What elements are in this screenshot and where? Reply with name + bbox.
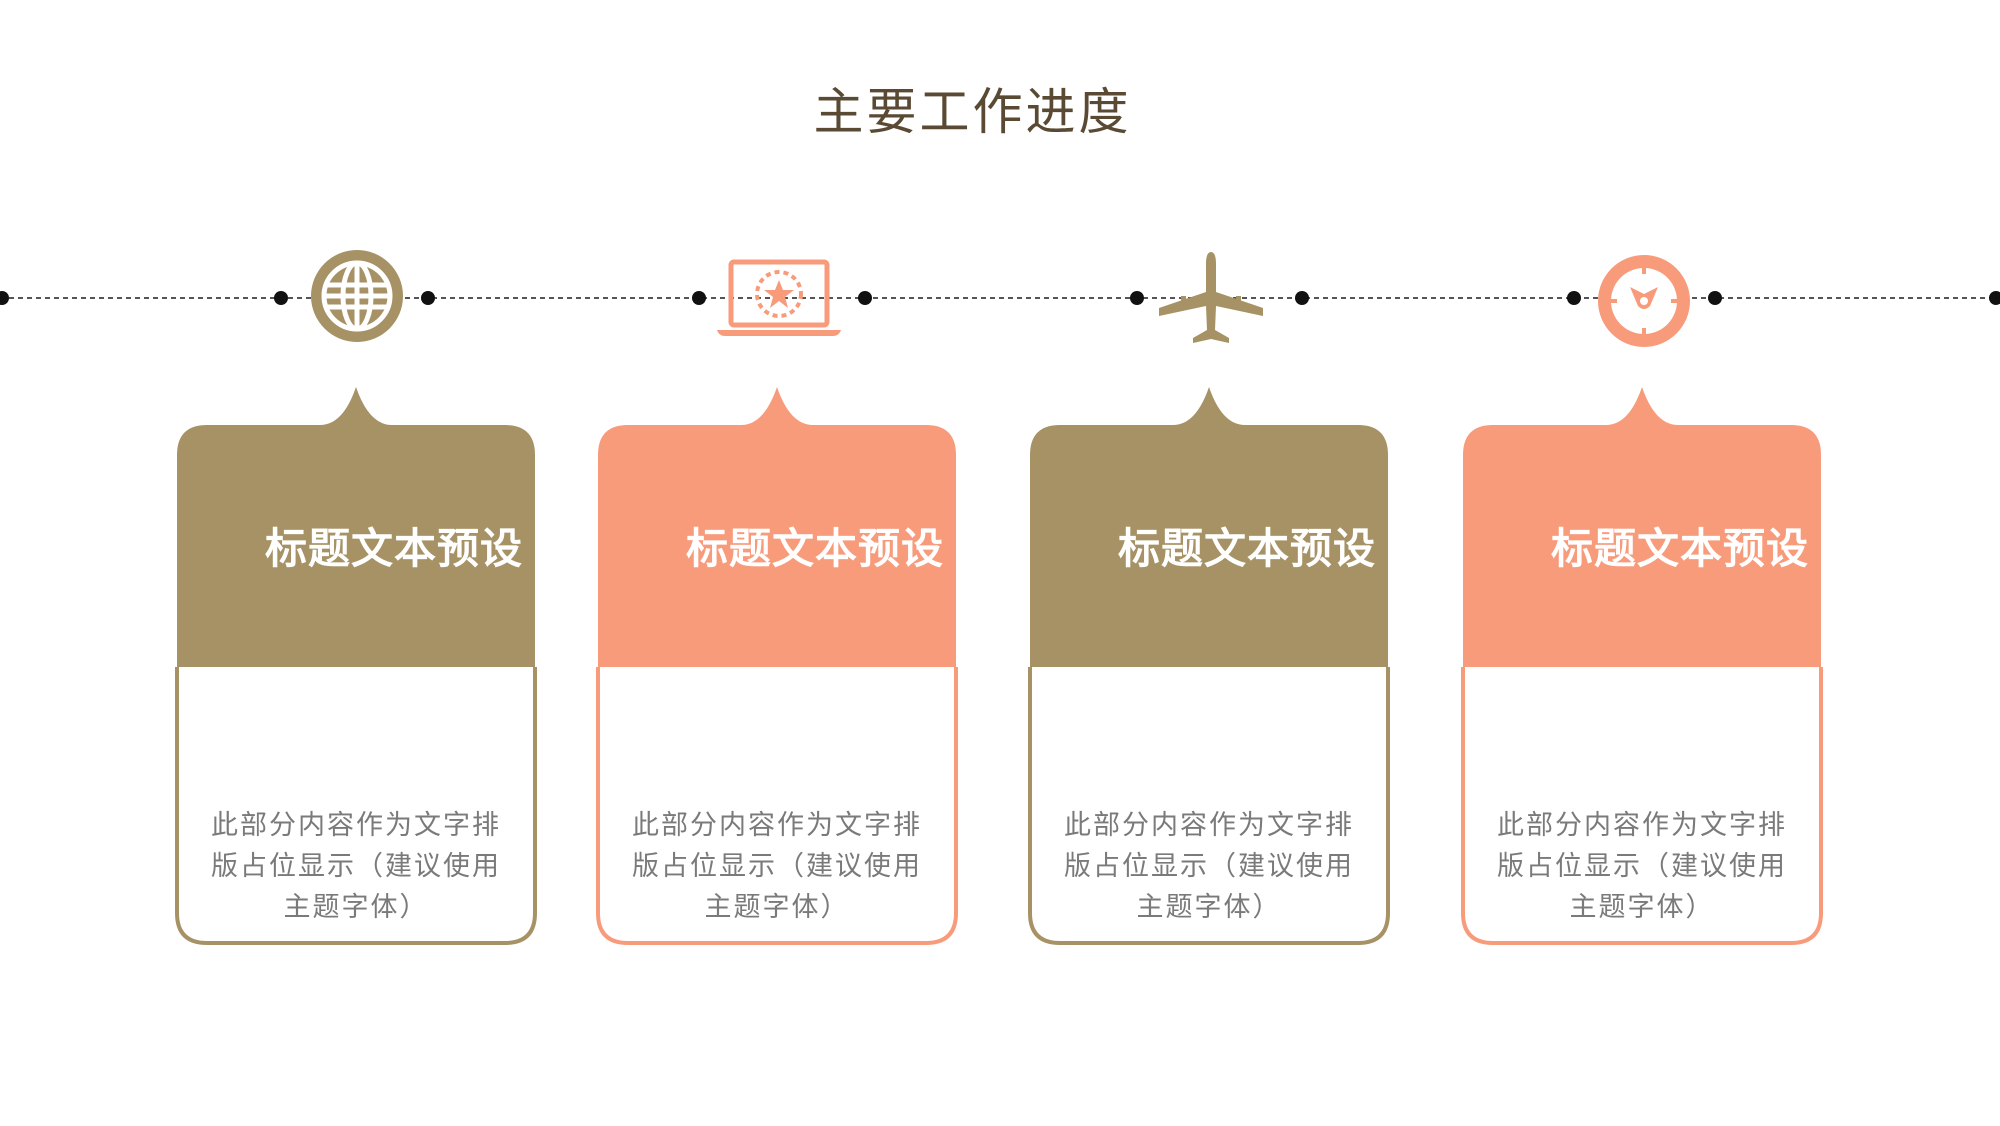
card-title: 标题文本预设 bbox=[685, 524, 944, 573]
card-body: 此部分内容作为文字排 版占位显示（建议使用 主题字体） bbox=[632, 810, 922, 923]
timeline-dot bbox=[0, 291, 9, 305]
clock-icon bbox=[1598, 255, 1690, 347]
card-title: 标题文本预设 bbox=[1117, 524, 1376, 573]
card-body: 此部分内容作为文字排 版占位显示（建议使用 主题字体） bbox=[211, 810, 501, 923]
card-title: 标题文本预设 bbox=[264, 524, 523, 573]
timeline-dot bbox=[1130, 291, 1144, 305]
card-4: 标题文本预设 此部分内容作为文字排 版占位显示（建议使用 主题字体） bbox=[1461, 385, 1823, 945]
card-body: 此部分内容作为文字排 版占位显示（建议使用 主题字体） bbox=[1497, 810, 1787, 923]
airplane-icon bbox=[1159, 252, 1263, 343]
timeline-dot bbox=[421, 291, 435, 305]
timeline bbox=[0, 291, 2000, 305]
timeline-dot bbox=[858, 291, 872, 305]
card-3: 标题文本预设 此部分内容作为文字排 版占位显示（建议使用 主题字体） bbox=[1028, 385, 1390, 945]
card-title: 标题文本预设 bbox=[1550, 524, 1809, 573]
timeline-dot bbox=[1708, 291, 1722, 305]
timeline-dot bbox=[274, 291, 288, 305]
timeline-dot bbox=[1989, 291, 2000, 305]
timeline-dot bbox=[1295, 291, 1309, 305]
globe-icon bbox=[311, 250, 403, 342]
card-body: 此部分内容作为文字排 版占位显示（建议使用 主题字体） bbox=[1064, 810, 1354, 923]
timeline-dot bbox=[1567, 291, 1581, 305]
page-title: 主要工作进度 bbox=[813, 83, 1132, 141]
card-1: 标题文本预设 此部分内容作为文字排 版占位显示（建议使用 主题字体） bbox=[175, 385, 537, 945]
card-2: 标题文本预设 此部分内容作为文字排 版占位显示（建议使用 主题字体） bbox=[596, 385, 958, 945]
laptop-star-icon bbox=[717, 259, 841, 336]
timeline-dot bbox=[692, 291, 706, 305]
